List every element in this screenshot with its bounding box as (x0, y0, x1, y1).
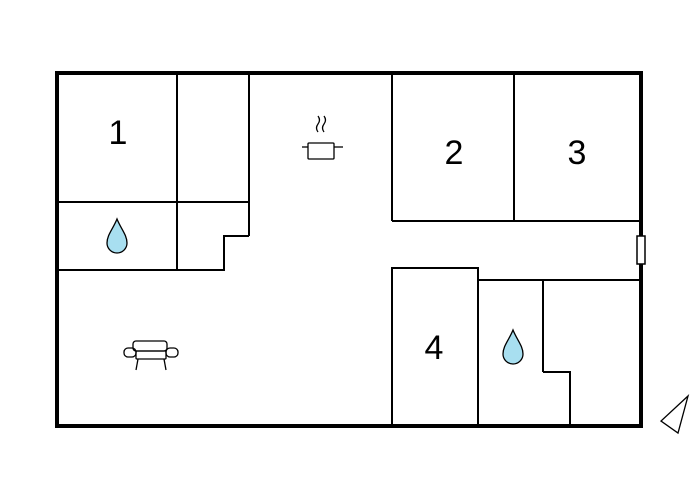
room-3-label: 3 (568, 134, 587, 172)
water-drop-icon (106, 217, 128, 254)
outer-wall (55, 71, 643, 428)
door-icon (636, 235, 646, 265)
north-arrow-icon (659, 393, 690, 435)
cooking-pot-icon (302, 115, 343, 160)
room-2-label: 2 (445, 134, 464, 172)
right-top-walls (391, 73, 641, 222)
room-1-label: 1 (109, 114, 128, 152)
water-drop-icon (502, 328, 524, 365)
sofa-icon (123, 340, 179, 371)
room-4-label: 4 (425, 329, 444, 367)
left-top-walls (57, 73, 250, 271)
right-bottom-walls (391, 267, 641, 426)
